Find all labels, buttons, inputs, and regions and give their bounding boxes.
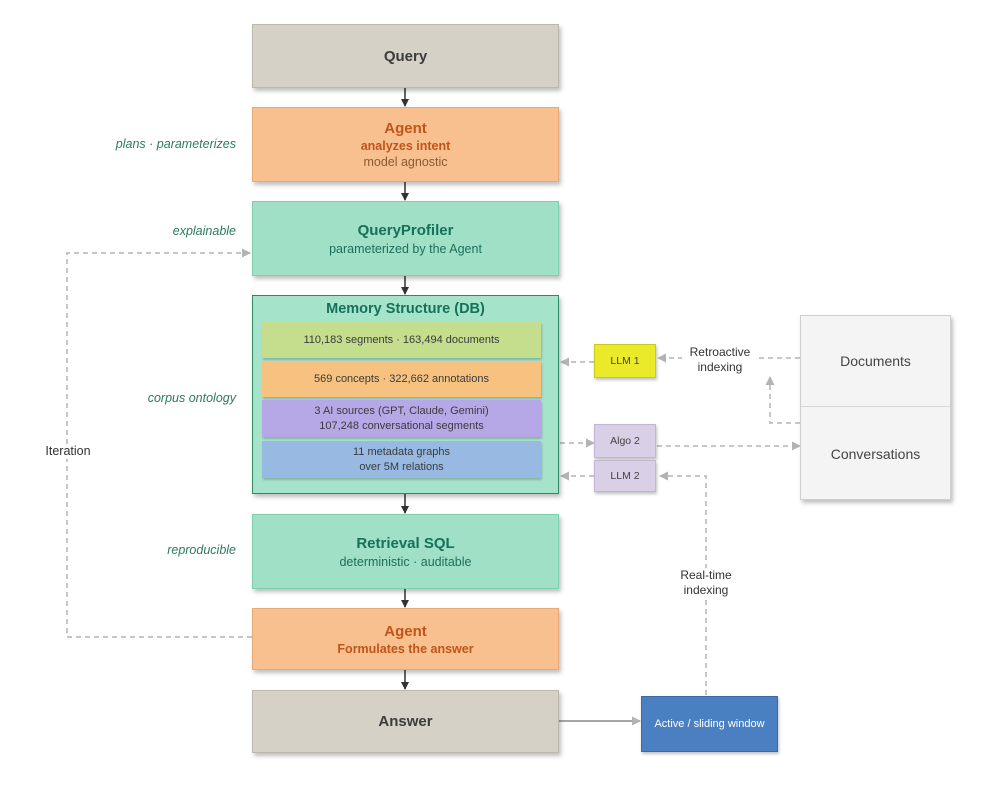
agent-answer-box: Agent Formulates the answer	[252, 608, 559, 670]
retrieval-sql-subtitle: deterministic · auditable	[339, 554, 472, 569]
memory-layer-metadata-line2: over 5M relations	[359, 460, 444, 473]
memory-layer-metadata: 11 metadata graphs over 5M relations	[262, 441, 541, 478]
memory-layer-concepts-text: 569 concepts · 322,662 annotations	[314, 372, 489, 385]
realtime-label-line1: Real-time	[680, 568, 732, 582]
query-profiler-title: QueryProfiler	[357, 221, 454, 239]
llm2-label: LLM 2	[610, 470, 640, 482]
retroactive-label-line2: indexing	[697, 360, 743, 374]
llm1-label: LLM 1	[610, 355, 640, 367]
memory-layer-ai-sources: 3 AI sources (GPT, Claude, Gemini) 107,2…	[262, 400, 541, 437]
realtime-indexing-label: Real-time indexing	[668, 568, 744, 598]
agent-answer-subtitle: Formulates the answer	[337, 641, 474, 656]
explainable-side-label: explainable	[172, 224, 236, 238]
answer-title: Answer	[378, 713, 433, 730]
memory-layer-ai-sources-line2: 107,248 conversational segments	[319, 419, 484, 432]
query-profiler-subtitle: parameterized by the Agent	[329, 241, 482, 256]
plans-side-label: plans · parameterizes	[115, 137, 236, 151]
reproducible-side-label: reproducible	[167, 543, 236, 557]
sources-panel: Documents Conversations	[800, 315, 951, 500]
sliding-window-box: Active / sliding window	[641, 696, 778, 752]
memory-layer-segments-text: 110,183 segments · 163,494 documents	[303, 333, 500, 346]
algo2-label: Algo 2	[610, 435, 640, 447]
sliding-window-label: Active / sliding window	[654, 718, 765, 730]
memory-layer-ai-sources-line1: 3 AI sources (GPT, Claude, Gemini)	[314, 404, 489, 417]
realtime-label-line2: indexing	[683, 583, 729, 597]
query-title: Query	[383, 47, 428, 65]
llm1-box: LLM 1	[594, 344, 656, 378]
agent-plan-title: Agent	[384, 120, 427, 137]
query-profiler-box: QueryProfiler parameterized by the Agent	[252, 201, 559, 276]
corpus-ontology-side-label: corpus ontology	[147, 391, 236, 405]
agent-plan-box: Agent analyzes intent model agnostic	[252, 107, 559, 182]
llm2-box: LLM 2	[594, 460, 656, 492]
arrow-window-to-llm2	[659, 471, 707, 695]
memory-structure-box: Memory Structure (DB) 110,183 segments ·…	[252, 295, 559, 494]
retroactive-label-line1: Retroactive	[689, 345, 751, 359]
memory-layer-concepts: 569 concepts · 322,662 annotations	[262, 361, 541, 397]
retrieval-sql-title: Retrieval SQL	[356, 534, 455, 552]
documents-label: Documents	[840, 353, 911, 369]
algo2-box: Algo 2	[594, 424, 656, 458]
agent-plan-model: model agnostic	[363, 155, 448, 169]
query-box: Query	[252, 24, 559, 88]
retrieval-sql-box: Retrieval SQL deterministic · auditable	[252, 514, 559, 589]
documents-source: Documents	[801, 316, 950, 407]
answer-box: Answer	[252, 690, 559, 753]
memory-layer-segments: 110,183 segments · 163,494 documents	[262, 322, 541, 358]
iteration-label: Iteration	[38, 444, 98, 459]
conversations-source: Conversations	[801, 408, 950, 499]
retroactive-indexing-label: Retroactive indexing	[682, 345, 758, 375]
arrow-conversations-to-retroactive	[765, 376, 800, 424]
conversations-label: Conversations	[830, 445, 921, 462]
iteration-loop-arrow	[66, 248, 252, 638]
memory-layer-metadata-line1: 11 metadata graphs	[352, 445, 451, 458]
agent-plan-intent: analyzes intent	[360, 139, 451, 153]
memory-structure-title: Memory Structure (DB)	[326, 301, 485, 317]
agent-answer-title: Agent	[384, 622, 427, 640]
